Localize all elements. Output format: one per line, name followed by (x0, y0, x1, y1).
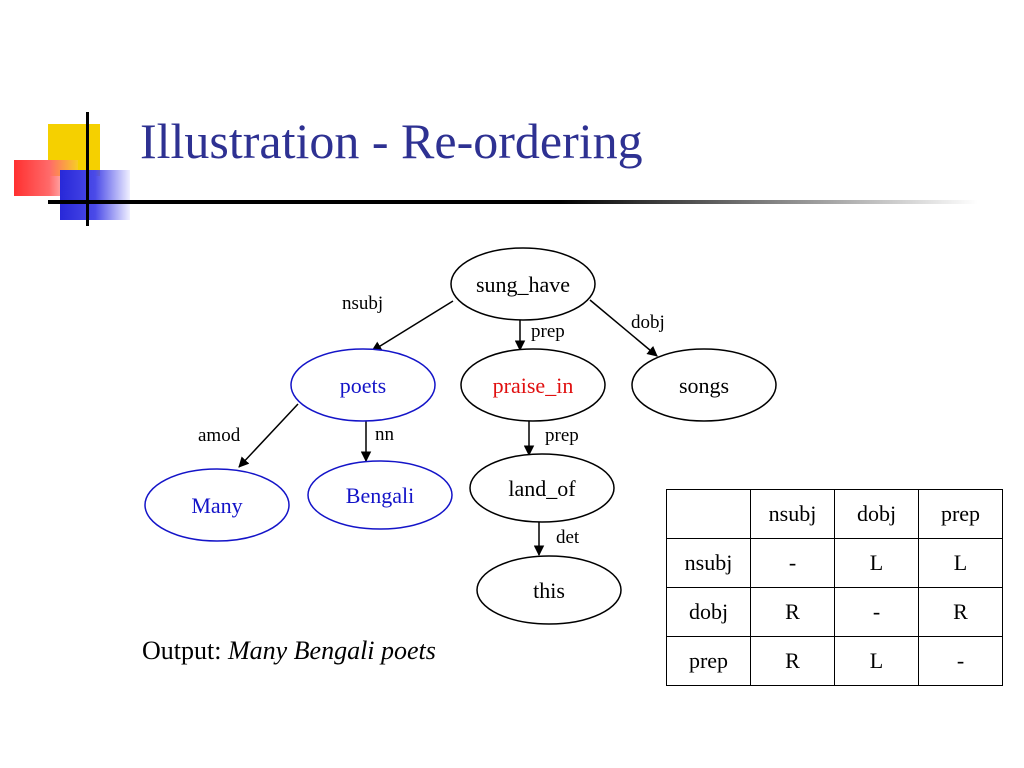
output-label: Output: (142, 636, 222, 665)
edge-label-nsubj: nsubj (342, 293, 383, 314)
table-header-cell: prep (918, 489, 1003, 539)
table-cell: L (834, 538, 919, 588)
edge-amod (238, 403, 299, 468)
title-underline (48, 200, 978, 204)
edge-label-nn: nn (375, 424, 395, 445)
table-row-header-cell: prep (666, 636, 751, 686)
node-songs: songs (631, 348, 777, 422)
node-label-land-of: land_of (508, 476, 576, 501)
blue-square-decoration (60, 170, 130, 220)
table-cell: R (750, 636, 835, 686)
table-header-cell: nsubj (750, 489, 835, 539)
table-cell: - (750, 538, 835, 588)
edge-dobj (589, 299, 658, 357)
node-poets: poets (290, 348, 436, 422)
node-label-poets: poets (340, 373, 386, 398)
table-cell: - (834, 587, 919, 637)
node-label-sung-have: sung_have (476, 272, 570, 297)
edge-label-prep-2: prep (545, 425, 579, 446)
table-header-cell (666, 489, 751, 539)
edge-nsubj (371, 300, 454, 352)
table-row-header-cell: dobj (666, 587, 751, 637)
node-label-praise-in: praise_in (493, 373, 574, 398)
edge-label-prep-1: prep (531, 321, 565, 342)
node-sung-have: sung_have (450, 247, 596, 321)
node-label-many: Many (191, 493, 242, 518)
table-cell: L (918, 538, 1003, 588)
slide-title: Illustration - Re-ordering (140, 113, 643, 169)
edge-label-det: det (556, 527, 580, 548)
node-label-songs: songs (679, 373, 729, 398)
table-cell: R (918, 587, 1003, 637)
node-land-of: land_of (469, 453, 615, 523)
table-cell: - (918, 636, 1003, 686)
edge-label-dobj: dobj (631, 312, 665, 333)
table-cell: R (750, 587, 835, 637)
node-bengali: Bengali (307, 460, 453, 530)
node-label-bengali: Bengali (346, 483, 414, 508)
node-many: Many (144, 468, 290, 542)
node-label-this: this (533, 578, 565, 603)
output-value: Many Bengali poets (227, 636, 436, 665)
table-row-header-cell: nsubj (666, 538, 751, 588)
edge-label-amod: amod (198, 425, 241, 446)
output-line: Output: Many Bengali poets (142, 636, 436, 666)
table-header-cell: dobj (834, 489, 919, 539)
node-this: this (476, 555, 622, 625)
vertical-line-decoration (86, 112, 89, 226)
table-cell: L (834, 636, 919, 686)
node-praise-in: praise_in (460, 348, 606, 422)
